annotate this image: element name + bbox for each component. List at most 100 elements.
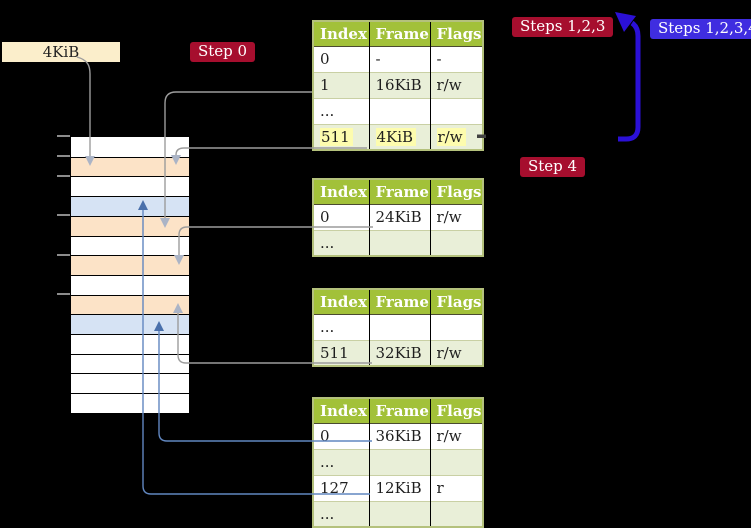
table-cell: 24KiB xyxy=(368,203,430,230)
column-header: Frame xyxy=(368,21,430,46)
table-row: ... xyxy=(313,448,483,475)
column-header: Frame xyxy=(368,398,430,423)
address-tick xyxy=(57,135,70,137)
table-row: ... xyxy=(313,229,483,256)
table-cell: 12KiB xyxy=(368,474,430,501)
table-cell: - xyxy=(429,45,483,72)
highlighted-value: 4KiB xyxy=(375,127,417,146)
step4-label: Step 4 xyxy=(520,157,586,177)
big-blue-arrow xyxy=(615,12,641,142)
memory-frame-row xyxy=(71,196,189,216)
memory-frame-row xyxy=(71,393,189,413)
table-cell xyxy=(429,448,483,475)
steps1234-label: Steps 1,2,3,4 xyxy=(650,19,751,39)
table-cell: r/w xyxy=(429,123,483,150)
table-cell: r/w xyxy=(429,339,483,366)
table-cell: 511 xyxy=(313,123,369,150)
table-row: ... xyxy=(313,97,483,124)
table-cell: r xyxy=(429,474,483,501)
column-header: Frame xyxy=(368,179,430,204)
step0-label: Step 0 xyxy=(190,42,256,62)
table-cell: 36KiB xyxy=(368,422,430,449)
memory-frame-row xyxy=(71,353,189,374)
memory-frame-row xyxy=(71,274,189,295)
table-cell: 0 xyxy=(313,45,369,72)
table-cell: ... xyxy=(313,97,369,124)
table-cell: 1 xyxy=(313,71,369,98)
table-cell: 32KiB xyxy=(368,339,430,366)
column-header: Index xyxy=(313,21,369,46)
table-cell xyxy=(368,229,430,256)
big-blue-arrowhead-icon xyxy=(615,12,636,32)
column-header: Index xyxy=(313,289,369,314)
memory-frame-row xyxy=(71,156,189,177)
memory-frame-row xyxy=(71,373,189,394)
column-header: Index xyxy=(313,179,369,204)
table-cell xyxy=(368,500,430,527)
page-size-box: 4KiB xyxy=(2,42,120,62)
memory-frame-row xyxy=(71,294,189,315)
table-cell xyxy=(368,448,430,475)
table-cell: 0 xyxy=(313,422,369,449)
address-tick xyxy=(57,154,70,157)
table-row: 0-- xyxy=(313,45,483,72)
memory-frame-row xyxy=(71,176,189,197)
column-header: Flags xyxy=(429,398,483,423)
table-cell: ... xyxy=(313,229,369,256)
table-cell xyxy=(368,97,430,124)
big-blue-arrow-shaft xyxy=(618,20,641,142)
page-size-label: 4KiB xyxy=(42,43,80,61)
memory-frame-row xyxy=(71,137,189,157)
memory-frame-row xyxy=(71,255,189,275)
address-tick xyxy=(57,174,70,177)
table-cell xyxy=(429,229,483,256)
memory-frame-row xyxy=(71,235,189,256)
table-cell xyxy=(368,313,430,340)
table-row: 511 4KiB r/w xyxy=(313,123,483,150)
column-header: Flags xyxy=(429,289,483,314)
table-cell: 0 xyxy=(313,203,369,230)
table-cell: 16KiB xyxy=(368,71,430,98)
column-header: Index xyxy=(313,398,369,423)
table-cell: 127 xyxy=(313,474,369,501)
column-header: Flags xyxy=(429,179,483,204)
table-cell xyxy=(429,500,483,527)
address-tick xyxy=(57,214,70,217)
address-tick xyxy=(57,253,70,256)
column-header: Frame xyxy=(368,289,430,314)
table-row: ... xyxy=(313,500,483,527)
memory-frame-row xyxy=(71,334,189,354)
column-header: Flags xyxy=(429,21,483,46)
physical-memory-strip xyxy=(70,136,190,414)
table-cell: - xyxy=(368,45,430,72)
highlighted-value: 511 xyxy=(320,127,353,146)
memory-frame-row xyxy=(71,314,189,335)
table-cell xyxy=(429,313,483,340)
table-cell: r/w xyxy=(429,422,483,449)
table-cell: 511 xyxy=(313,339,369,366)
table-cell: r/w xyxy=(429,203,483,230)
address-tick xyxy=(57,293,70,296)
highlighted-value: r/w xyxy=(436,127,466,146)
memory-frame-row xyxy=(71,215,189,236)
table-cell: ... xyxy=(313,448,369,475)
table-cell: 4KiB xyxy=(368,123,430,150)
table-cell xyxy=(429,97,483,124)
table-row: ... xyxy=(313,313,483,340)
steps123-label: Steps 1,2,3 xyxy=(512,17,614,37)
table-cell: ... xyxy=(313,313,369,340)
table-cell: r/w xyxy=(429,71,483,98)
